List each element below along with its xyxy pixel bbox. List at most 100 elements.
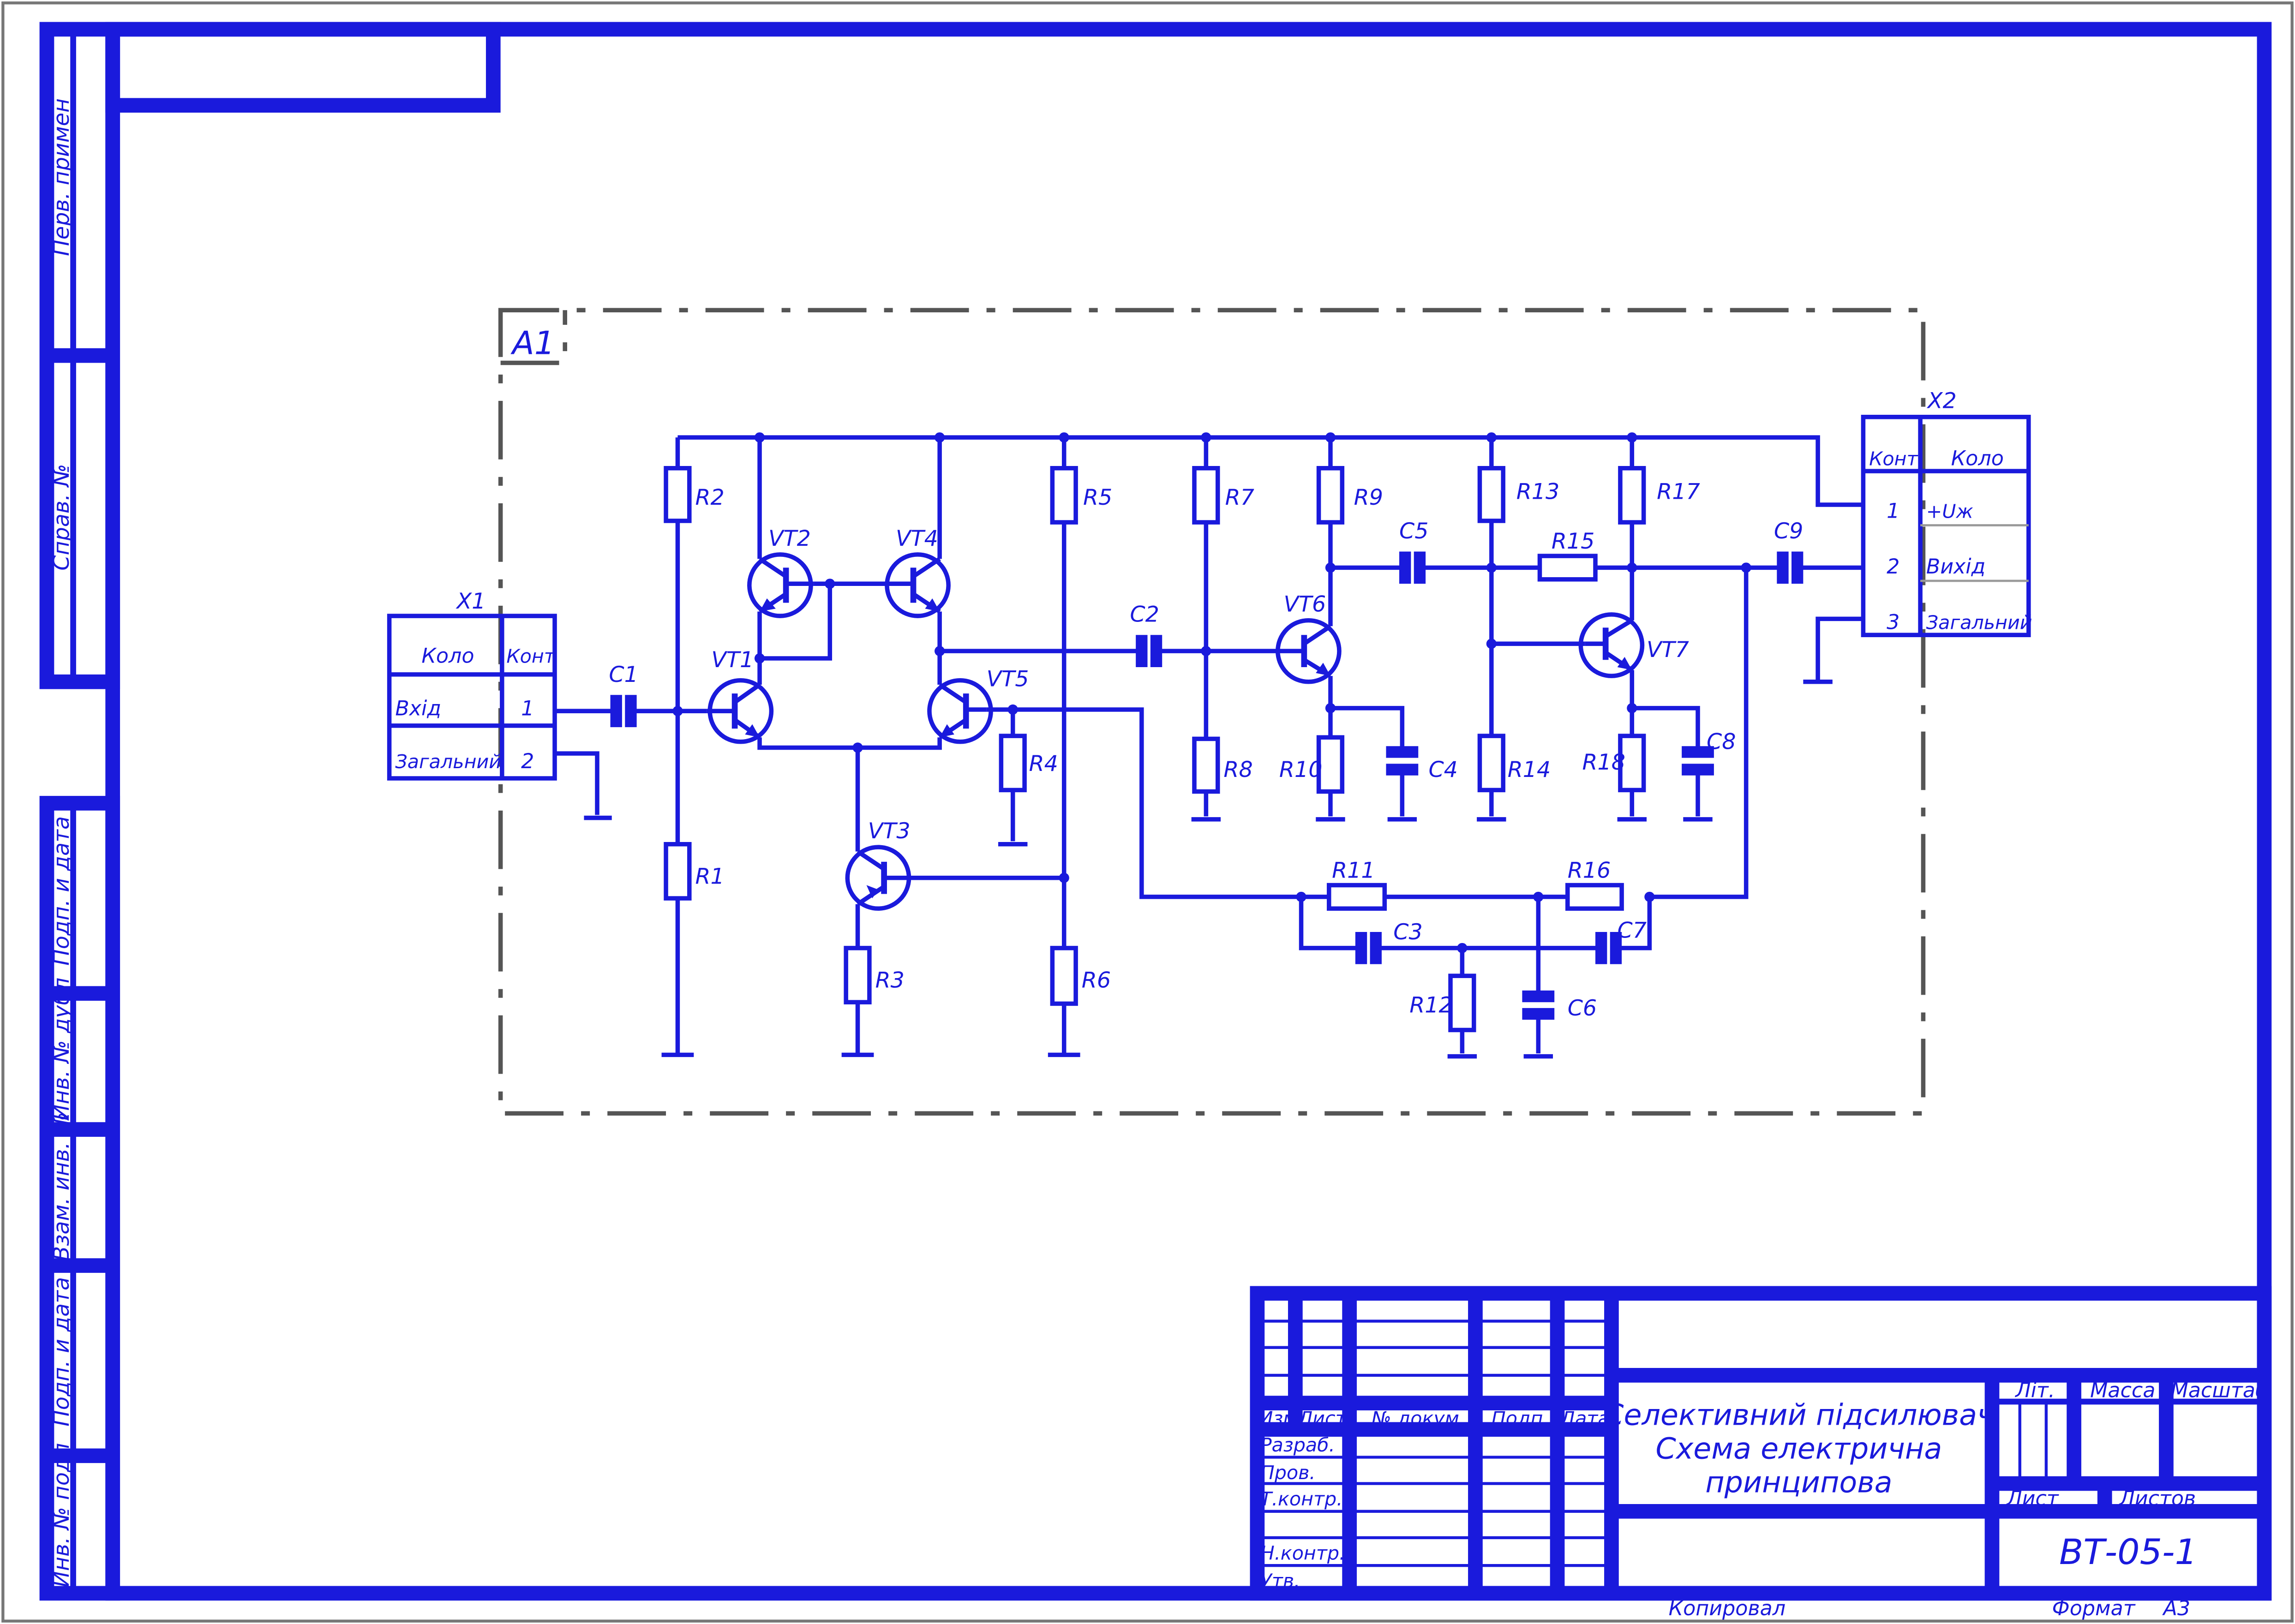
capacitor-c1 [610, 695, 637, 728]
x1-header-kolo: Коло [421, 645, 474, 668]
label-vt4: VT4 [896, 526, 938, 551]
x1-row1-name: Вхід [395, 697, 441, 721]
stamp-podp-data-2: Подп. и дата [49, 1277, 74, 1427]
label-r14: R14 [1508, 757, 1551, 782]
col-list: Лист [1297, 1408, 1347, 1430]
label-r7: R7 [1225, 485, 1254, 510]
col-podp: Подп. [1492, 1408, 1549, 1430]
resistor-r11 [1327, 883, 1387, 911]
label-r17: R17 [1657, 479, 1700, 504]
block-label: A1 [510, 324, 555, 362]
resistor-r2 [664, 466, 692, 523]
capacitor-c3 [1355, 932, 1382, 964]
x1-row2-pin: 2 [521, 750, 534, 773]
resistor-r7 [1192, 466, 1220, 525]
x2-header-kolo: Коло [1951, 447, 2004, 470]
row-razrab: Разраб. [1260, 1434, 1335, 1456]
title-block: Изм. Лист № докум. Подп. Дата Разраб. Пр… [1250, 1286, 2272, 1601]
stamp-inv-dubl: Инв. № дубл [49, 978, 74, 1121]
label-r13: R13 [1516, 479, 1560, 504]
x2-row1-name: +Uж [1926, 501, 1973, 523]
connector-x2: X2 Конт Коло 1 +Uж 2 Вихід 3 Загальний [1861, 388, 2032, 638]
label-masshtab: Масштаб [2170, 1379, 2268, 1402]
transistor-vt2 [747, 552, 814, 618]
col-izm: Изм. [1259, 1408, 1304, 1430]
row-utv: Утв. [1260, 1570, 1300, 1592]
drawing-title-line2: Схема електрична [1655, 1432, 1942, 1466]
row-prov: Пров. [1260, 1462, 1316, 1484]
label-lit: Літ. [2014, 1379, 2055, 1402]
component-labels: R1 R2 R3 R4 R5 R6 R7 R8 R9 R10 R11 R12 R… [609, 479, 1803, 1021]
footer-copied: Копировал [1669, 1597, 1786, 1620]
label-r3: R3 [875, 968, 905, 993]
capacitor-c9 [1777, 551, 1804, 584]
label-vt6: VT6 [1283, 592, 1326, 617]
col-data: Дата [1559, 1408, 1610, 1430]
stamp-inv-podl: Инв. № подл [49, 1443, 74, 1588]
connector-x1: X1 Коло Конт Вхід 1 Загальний 2 [387, 589, 557, 781]
resistor-r5 [1050, 466, 1078, 525]
footer: Копировал Формат А3 [1669, 1597, 2191, 1620]
x2-row3-name: Загальний [1926, 612, 2032, 634]
row-nkontr: Н.контр. [1260, 1542, 1345, 1564]
footer-format-label: Формат [2052, 1597, 2136, 1620]
drawing-title-line1: Селективний підсилювач [1603, 1398, 1994, 1432]
resistor-r6 [1050, 946, 1078, 1006]
label-r2: R2 [695, 485, 724, 510]
wires [555, 435, 1864, 1059]
label-c6: C6 [1568, 996, 1597, 1021]
label-massa: Масса [2090, 1379, 2155, 1402]
label-vt7: VT7 [1647, 637, 1689, 663]
resistor-r17 [1618, 466, 1646, 525]
resistor-r16 [1565, 883, 1624, 911]
label-c4: C4 [1428, 757, 1457, 782]
label-r8: R8 [1223, 757, 1252, 782]
label-c9: C9 [1774, 519, 1803, 544]
resistors [664, 466, 1646, 1033]
capacitor-c7 [1595, 932, 1622, 964]
row-tkontr: Т.контр. [1260, 1488, 1343, 1510]
resistor-r14 [1477, 734, 1505, 793]
resistor-r9 [1316, 466, 1345, 525]
label-r11: R11 [1332, 858, 1375, 884]
stamp-podp-data-1: Подп. и дата [49, 816, 74, 966]
label-c5: C5 [1399, 519, 1428, 544]
x1-header-kont: Конт [506, 645, 555, 668]
label-r10: R10 [1279, 757, 1323, 782]
resistor-r10 [1316, 735, 1345, 794]
resistor-r15 [1537, 554, 1598, 582]
transistor-vt1 [707, 678, 774, 744]
capacitor-c2 [1136, 635, 1162, 668]
x2-row2-pin: 2 [1887, 555, 1900, 579]
footer-format-value: А3 [2162, 1597, 2191, 1620]
label-r5: R5 [1083, 485, 1112, 510]
resistor-r18 [1618, 734, 1646, 793]
capacitor-c6 [1522, 990, 1555, 1020]
label-r4: R4 [1029, 751, 1058, 776]
resistor-r13 [1477, 466, 1505, 523]
capacitor-c5 [1399, 551, 1426, 584]
resistor-r12 [1448, 973, 1476, 1033]
stamp-vzam-inv: Взам. инв. № [49, 1112, 74, 1261]
label-r9: R9 [1354, 485, 1383, 510]
col-doc: № докум. [1371, 1408, 1465, 1430]
side-stamp: Перв. примен Справ. № Подп. и дата Инв. … [39, 22, 120, 1601]
resistor-r3 [844, 946, 872, 1005]
label-r12: R12 [1409, 992, 1453, 1018]
transistor-vt4 [885, 552, 951, 618]
label-sheets: Листов [2118, 1487, 2196, 1511]
label-vt1: VT1 [711, 647, 754, 673]
label-c3: C3 [1393, 919, 1422, 945]
junction-dots [672, 432, 1751, 954]
x1-row2-name: Загальний [395, 751, 501, 773]
x2-row2-name: Вихід [1926, 555, 1986, 579]
stamp-sprav-no: Справ. № [49, 464, 74, 570]
label-r18: R18 [1582, 750, 1625, 775]
capacitor-c8 [1682, 746, 1714, 776]
label-vt2: VT2 [768, 526, 811, 551]
label-r15: R15 [1552, 529, 1595, 554]
drawing-title-line3: принципова [1705, 1465, 1892, 1499]
document-code: ВТ-05-1 [2059, 1531, 2197, 1572]
transistors [707, 552, 1645, 911]
